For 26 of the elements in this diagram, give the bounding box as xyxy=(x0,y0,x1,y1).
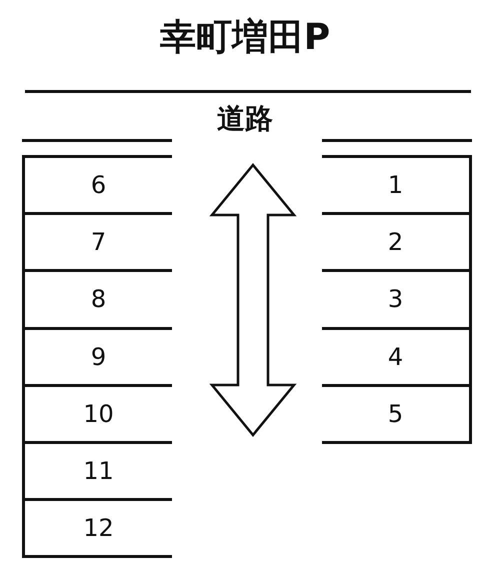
space-number: 5 xyxy=(388,400,404,428)
parking-space xyxy=(22,269,172,327)
road-label: 道路 xyxy=(217,102,273,136)
parking-space xyxy=(322,269,472,327)
space-number: 9 xyxy=(90,342,106,371)
space-number: 1 xyxy=(388,171,404,200)
parking-space xyxy=(22,212,172,270)
space-number: 6 xyxy=(90,171,106,200)
space-number: 2 xyxy=(388,228,404,256)
space-number: 11 xyxy=(83,457,114,486)
space-number: 7 xyxy=(90,228,106,256)
parking-space xyxy=(22,441,172,498)
space-number: 10 xyxy=(83,400,114,428)
parking-space xyxy=(322,384,472,444)
parking-space xyxy=(22,155,172,212)
parking-space xyxy=(22,498,172,558)
space-number: 12 xyxy=(83,514,114,542)
parking-space xyxy=(22,326,172,384)
parking-space xyxy=(322,155,472,212)
parking-space xyxy=(322,326,472,384)
space-number: 8 xyxy=(90,285,106,314)
space-number: 4 xyxy=(388,342,404,371)
title: 幸町増田P xyxy=(160,16,330,60)
parking-space xyxy=(322,212,472,270)
space-number: 3 xyxy=(388,285,404,314)
parking-space xyxy=(22,384,172,441)
